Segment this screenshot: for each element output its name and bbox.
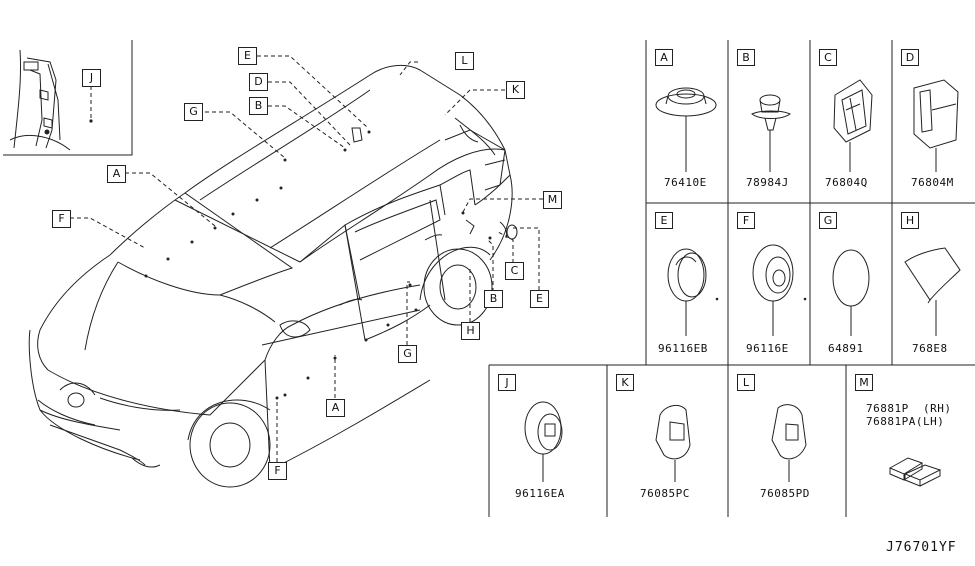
callout-K[interactable]: K bbox=[506, 81, 525, 99]
callout-G[interactable]: G bbox=[184, 103, 203, 121]
part-76085PC-icon bbox=[655, 404, 691, 482]
callout-B-lower[interactable]: B bbox=[484, 290, 503, 308]
cell-letter-D: D bbox=[901, 49, 919, 66]
callout-A-lower[interactable]: A bbox=[326, 399, 345, 417]
cell-letter-B: B bbox=[737, 49, 755, 66]
cell-letter-C: C bbox=[819, 49, 837, 66]
part-76085PD-icon bbox=[771, 404, 807, 482]
callout-G-lower[interactable]: G bbox=[398, 345, 417, 363]
part-number-F[interactable]: 96116E bbox=[746, 342, 789, 355]
part-76804M-icon bbox=[913, 79, 959, 172]
part-number-M-rh[interactable]: 76881P (RH) bbox=[866, 402, 952, 415]
callout-H[interactable]: H bbox=[461, 322, 480, 340]
part-768E8-icon bbox=[904, 247, 961, 336]
vehicle-outline bbox=[28, 64, 518, 488]
cell-letter-M: M bbox=[855, 374, 873, 391]
callout-A[interactable]: A bbox=[107, 165, 126, 183]
part-number-K[interactable]: 76085PC bbox=[640, 487, 690, 500]
cell-letter-A: A bbox=[655, 49, 673, 66]
callout-F[interactable]: F bbox=[52, 210, 71, 228]
part-number-B[interactable]: 78984J bbox=[746, 176, 789, 189]
part-76410E-icon bbox=[655, 87, 717, 172]
part-number-L[interactable]: 76085PD bbox=[760, 487, 810, 500]
part-number-H[interactable]: 768E8 bbox=[912, 342, 948, 355]
callout-F-lower[interactable]: F bbox=[268, 462, 287, 480]
cell-letter-K: K bbox=[616, 374, 634, 391]
callout-M[interactable]: M bbox=[543, 191, 562, 209]
part-96116EB-icon bbox=[667, 248, 707, 336]
callout-J[interactable]: J bbox=[82, 69, 101, 87]
part-76804Q-icon bbox=[833, 79, 873, 172]
cell-letter-E: E bbox=[655, 212, 673, 229]
inset-door-sash bbox=[9, 49, 71, 151]
part-76881P-icon bbox=[888, 457, 942, 487]
diagram-reference-code: J76701YF bbox=[886, 540, 957, 555]
callout-E[interactable]: E bbox=[238, 47, 257, 65]
part-number-D[interactable]: 76804M bbox=[911, 176, 954, 189]
part-96116E-icon bbox=[752, 244, 794, 336]
callout-E-lower[interactable]: E bbox=[530, 290, 549, 308]
part-number-M-lh[interactable]: 76881PA(LH) bbox=[866, 415, 945, 428]
callout-L[interactable]: L bbox=[455, 52, 474, 70]
callout-B[interactable]: B bbox=[249, 97, 268, 115]
callout-C[interactable]: C bbox=[505, 262, 524, 280]
cell-letter-L: L bbox=[737, 374, 755, 391]
part-number-E[interactable]: 96116EB bbox=[658, 342, 708, 355]
part-78984J-icon bbox=[751, 94, 791, 172]
part-number-G[interactable]: 64891 bbox=[828, 342, 864, 355]
callout-D[interactable]: D bbox=[249, 73, 268, 91]
part-96116EA-icon bbox=[524, 401, 563, 482]
part-number-A[interactable]: 76410E bbox=[664, 176, 707, 189]
part-number-J[interactable]: 96116EA bbox=[515, 487, 565, 500]
cell-letter-H: H bbox=[901, 212, 919, 229]
cell-letter-F: F bbox=[737, 212, 755, 229]
part-64891-icon bbox=[832, 249, 870, 336]
cell-letter-J: J bbox=[498, 374, 516, 391]
part-number-C[interactable]: 76804Q bbox=[825, 176, 868, 189]
cell-letter-G: G bbox=[819, 212, 837, 229]
